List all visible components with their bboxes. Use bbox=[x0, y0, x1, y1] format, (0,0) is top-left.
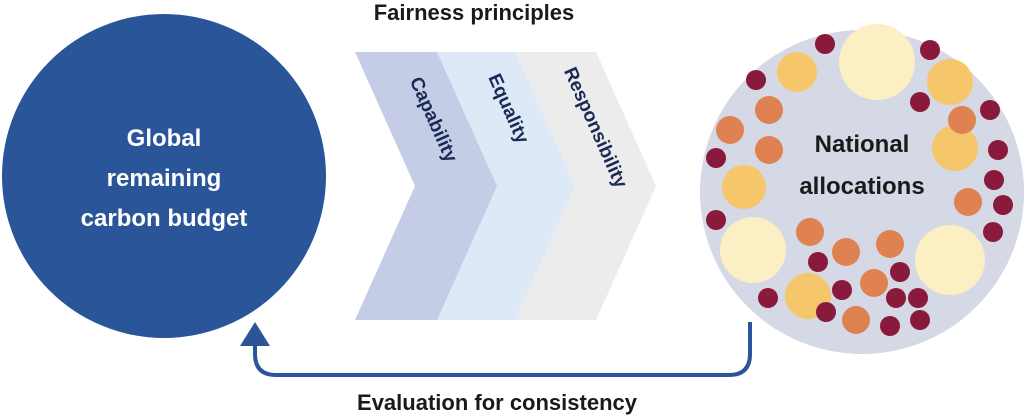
allocation-dot-large-0 bbox=[839, 24, 915, 100]
allocation-dot-small-orange-14 bbox=[832, 238, 860, 266]
principle-chevron-responsibility: Responsibility bbox=[515, 52, 656, 320]
allocation-dot-large-2 bbox=[915, 225, 985, 295]
feedback-arrow-head bbox=[240, 322, 270, 346]
allocation-dot-medium-4 bbox=[927, 59, 973, 105]
principle-chevron-equality: Equality bbox=[437, 52, 578, 320]
allocation-dot-tiny-36 bbox=[880, 316, 900, 336]
global-budget-label-line1: Global bbox=[127, 125, 202, 152]
global-budget-circle bbox=[2, 14, 326, 338]
allocation-dot-tiny-18 bbox=[815, 34, 835, 54]
allocation-dot-medium-5 bbox=[932, 125, 978, 171]
allocation-dot-tiny-22 bbox=[980, 100, 1000, 120]
allocation-dot-small-orange-12 bbox=[948, 106, 976, 134]
principle-chevron-capability: Capability bbox=[355, 52, 500, 320]
allocation-dot-tiny-30 bbox=[832, 280, 852, 300]
feedback-arrow-line bbox=[253, 322, 752, 377]
allocation-dot-small-orange-11 bbox=[954, 188, 982, 216]
allocation-dot-large-1 bbox=[720, 217, 786, 283]
allocation-dot-small-orange-9 bbox=[755, 136, 783, 164]
allocation-dot-tiny-29 bbox=[808, 252, 828, 272]
allocation-dot-small-orange-17 bbox=[842, 306, 870, 334]
national-allocations-label-line1: National bbox=[815, 131, 910, 158]
allocation-dot-small-orange-10 bbox=[716, 116, 744, 144]
allocation-dot-small-orange-15 bbox=[876, 230, 904, 258]
allocation-dot-tiny-27 bbox=[706, 210, 726, 230]
allocation-dot-small-orange-13 bbox=[796, 218, 824, 246]
allocation-dot-tiny-26 bbox=[993, 195, 1013, 215]
allocation-dot-tiny-20 bbox=[746, 70, 766, 90]
allocation-dot-tiny-24 bbox=[706, 148, 726, 168]
allocation-dot-tiny-35 bbox=[816, 302, 836, 322]
chevron-shape-capability bbox=[355, 52, 500, 320]
global-budget-label-line3: carbon budget bbox=[81, 205, 248, 232]
allocation-dot-tiny-28 bbox=[983, 222, 1003, 242]
allocation-dot-medium-3 bbox=[777, 52, 817, 92]
allocation-dot-tiny-21 bbox=[910, 92, 930, 112]
diagram-title: Fairness principles bbox=[374, 0, 575, 25]
allocation-dot-tiny-25 bbox=[984, 170, 1004, 190]
chevron-shape-equality bbox=[437, 52, 578, 320]
global-budget-label-line2: remaining bbox=[107, 165, 222, 192]
allocation-dot-medium-6 bbox=[722, 165, 766, 209]
feedback-label: Evaluation for consistency bbox=[357, 390, 638, 415]
allocation-dot-tiny-19 bbox=[920, 40, 940, 60]
allocation-dot-tiny-31 bbox=[890, 262, 910, 282]
allocation-dot-tiny-34 bbox=[758, 288, 778, 308]
chevron-shape-responsibility bbox=[515, 52, 656, 320]
allocation-dot-tiny-37 bbox=[910, 310, 930, 330]
national-allocations-label-line2: allocations bbox=[799, 173, 924, 200]
allocation-dot-tiny-32 bbox=[886, 288, 906, 308]
allocation-dot-small-orange-8 bbox=[755, 96, 783, 124]
allocation-dots bbox=[706, 24, 1013, 336]
allocation-dot-tiny-23 bbox=[988, 140, 1008, 160]
allocation-dot-tiny-33 bbox=[908, 288, 928, 308]
allocation-dot-small-orange-16 bbox=[860, 269, 888, 297]
